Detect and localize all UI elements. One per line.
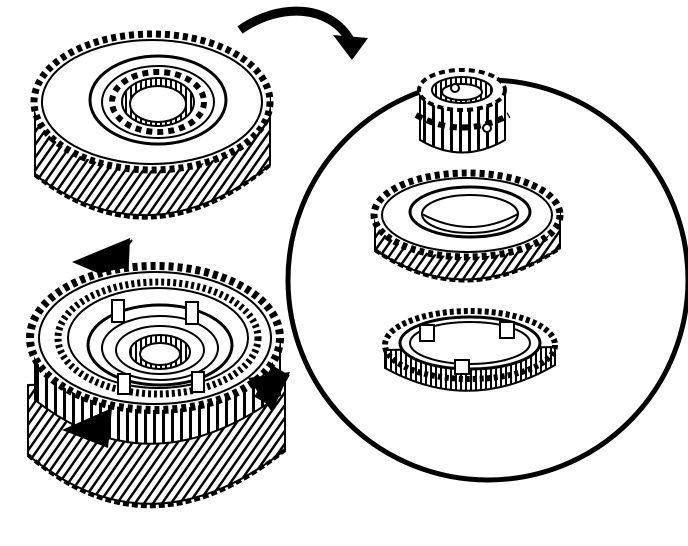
- detail-gear: [370, 169, 564, 283]
- arrow-right-side: [248, 365, 290, 412]
- arrow-left-side: [62, 408, 112, 448]
- curved-arrow-top: [237, 6, 368, 60]
- synchronizer-assembly: [26, 262, 287, 509]
- detail-blocker-ring: [382, 308, 558, 392]
- detail-hub: [414, 68, 511, 154]
- upper-helical-gear: [30, 30, 274, 220]
